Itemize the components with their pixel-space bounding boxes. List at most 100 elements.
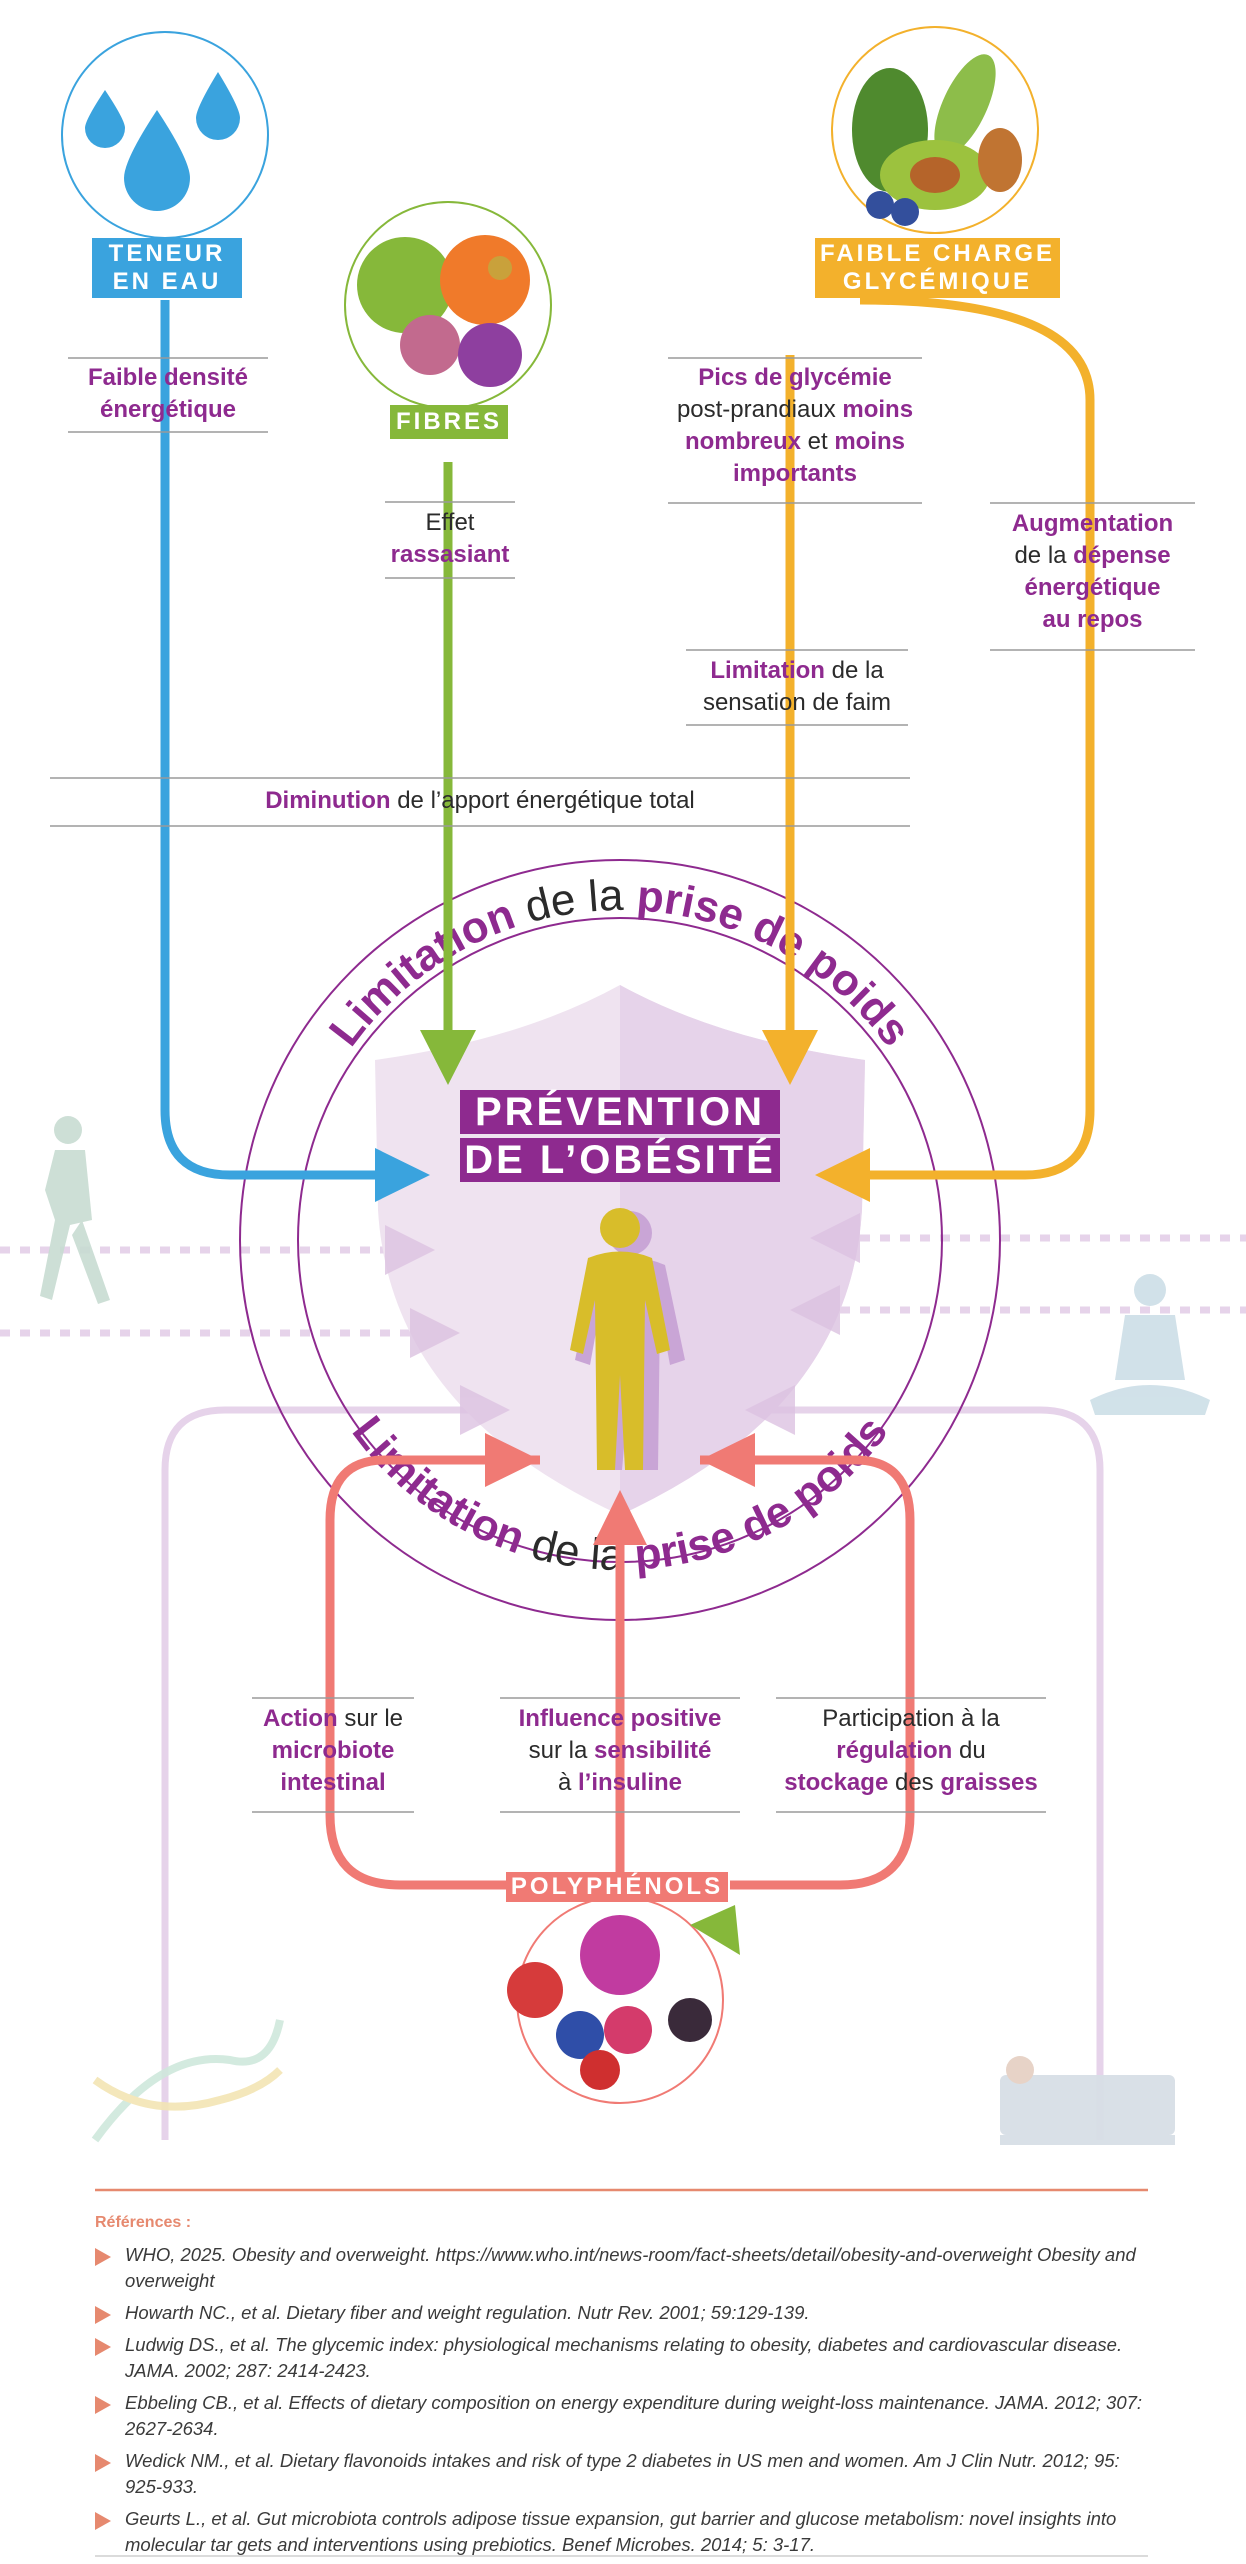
expense-t1: de la <box>1014 542 1067 569</box>
label-satiety: Effet rassasiant <box>370 507 530 571</box>
reference-item: Ebbeling CB., et al. Effects of dietary … <box>95 2390 1145 2442</box>
polyphenol-arrow-up <box>593 1490 647 1545</box>
bullet-arrow-icon <box>95 2338 111 2356</box>
reference-item: Ludwig DS., et al. The glycemic index: p… <box>95 2332 1145 2384</box>
glycemic-tag: FAIBLE CHARGE GLYCÉMIQUE <box>815 240 1060 296</box>
label-insulin: Influence positive sur la sensibilité à … <box>490 1703 750 1799</box>
hunger-t1: de la <box>831 657 884 684</box>
berries-icon <box>507 1896 740 2104</box>
storage-b2: stockage <box>784 1769 889 1796</box>
reference-text: Ebbeling CB., et al. Effects of dietary … <box>125 2392 1143 2439</box>
dna-icon <box>91 2019 284 2143</box>
bullet-arrow-icon <box>95 2512 111 2530</box>
label-glycemic-peaks: Pics de glycémie post-prandiaux moins no… <box>655 362 935 490</box>
prevention-title-line2: DE L’OBÉSITÉ <box>460 1138 780 1182</box>
glycemic-tag-line2: GLYCÉMIQUE <box>842 268 1033 295</box>
glycemic-tag-line1: FAIBLE CHARGE <box>819 240 1055 267</box>
human-silhouette-icon <box>570 1208 685 1470</box>
label-low-energy-density: Faible densité énergétique <box>58 362 278 426</box>
peaks-t1: post-prandiaux <box>676 396 836 423</box>
polyphenol-tag: POLYPHÉNOLS <box>510 1873 724 1900</box>
intake-t1: de l’apport énergétique total <box>397 787 695 814</box>
reference-text: Ludwig DS., et al. The glycemic index: p… <box>125 2334 1123 2381</box>
microbiota-b3: intestinal <box>280 1769 386 1796</box>
water-path <box>160 300 390 1180</box>
label-energy-intake: Diminution de l’apport énergétique total <box>50 785 910 817</box>
avocado-icon <box>831 26 1039 234</box>
peaks-b4: moins <box>834 428 906 455</box>
intake-b1: Diminution <box>265 787 391 814</box>
polyphenol-arrow-left <box>485 1433 540 1487</box>
storage-b1: régulation <box>836 1737 953 1764</box>
label-fat-storage: Participation à la régulation du stockag… <box>766 1703 1056 1799</box>
insulin-b1: Influence positive <box>518 1705 722 1732</box>
water-tag-line1: TENEUR <box>108 240 226 267</box>
peaks-b5: importants <box>732 460 857 487</box>
label-rules <box>68 357 1195 1813</box>
glycemic-path <box>785 295 1095 1180</box>
expense-b4: au repos <box>1042 606 1143 633</box>
expense-b1: Augmentation <box>1011 510 1174 537</box>
reference-item: Geurts L., et al. Gut microbiota control… <box>95 2506 1145 2558</box>
water-tag: TENEUR EN EAU <box>92 240 242 296</box>
label-energy-expenditure: Augmentation de la dépense énergétique a… <box>980 508 1205 636</box>
bullet-arrow-icon <box>95 2248 111 2266</box>
water-tag-bg <box>92 238 242 298</box>
peaks-b1: Pics de glycémie <box>698 364 892 391</box>
bullet-arrow-icon <box>95 2454 111 2472</box>
satiety-t1: Effet <box>425 509 475 536</box>
peaks-t2: et <box>807 428 828 455</box>
lifestyle-arrows <box>385 1213 860 1435</box>
insulin-b3: l’insuline <box>578 1769 683 1796</box>
ring-top-b: de la <box>506 871 637 936</box>
storage-t2: du <box>958 1737 986 1764</box>
hunger-b1: Limitation <box>710 657 825 684</box>
sleeping-person-icon <box>1000 2056 1175 2145</box>
reference-text: Geurts L., et al. Gut microbiota control… <box>125 2508 1117 2555</box>
storage-b3: graisses <box>940 1769 1038 1796</box>
water-arrow <box>375 1148 430 1202</box>
density-b2: énergétique <box>99 396 237 423</box>
expense-b2: dépense <box>1073 542 1171 569</box>
glycemic-tag-bg <box>815 238 1060 298</box>
meditation-icon <box>1090 1274 1210 1415</box>
storage-t3: des <box>894 1769 934 1796</box>
runner-icon <box>40 1116 110 1304</box>
insulin-t1: sur la <box>528 1737 588 1764</box>
microbiota-b2: microbiote <box>271 1737 395 1764</box>
polyphenol-arrow-right <box>700 1433 755 1487</box>
reference-item: WHO, 2025. Obesity and overweight. https… <box>95 2242 1145 2294</box>
references-title: Références : <box>95 2214 192 2231</box>
water-drops-icon <box>61 31 269 239</box>
microbiota-t1: sur le <box>344 1705 404 1732</box>
reference-text: Wedick NM., et al. Dietary flavonoids in… <box>125 2450 1120 2497</box>
hunger-t2: sensation de faim <box>702 689 892 716</box>
reference-text: WHO, 2025. Obesity and overweight. https… <box>125 2244 1136 2291</box>
glycemic-arrow-down <box>762 1030 818 1085</box>
glycemic-arrow-left <box>815 1148 870 1202</box>
satiety-b1: rassasiant <box>390 541 510 568</box>
bullet-arrow-icon <box>95 2396 111 2414</box>
fibre-tag-bg <box>390 405 508 439</box>
reference-item: Howarth NC., et al. Dietary fiber and we… <box>95 2300 1145 2326</box>
storage-t1: Participation à la <box>822 1705 1000 1732</box>
insulin-t2: à <box>557 1769 572 1796</box>
expense-b3: énergétique <box>1024 574 1161 601</box>
prevention-title-line1: PRÉVENTION <box>460 1090 780 1134</box>
references: Références : WHO, 2025. Obesity and over… <box>95 2210 1145 2564</box>
lifestyle-connectors <box>0 1234 1246 2140</box>
microbiota-b1: Action <box>262 1705 338 1732</box>
bullet-arrow-icon <box>95 2306 111 2324</box>
peaks-b2: moins <box>842 396 914 423</box>
density-b1: Faible densité <box>87 364 249 391</box>
peaks-b3: nombreux <box>684 428 801 455</box>
label-hunger: Limitation de la sensation de faim <box>676 655 918 719</box>
polyphenol-tag-bg <box>506 1872 728 1902</box>
fibre-tag: FIBRES <box>395 408 502 435</box>
references-list: WHO, 2025. Obesity and overweight. https… <box>95 2242 1145 2558</box>
label-microbiota: Action sur le microbiote intestinal <box>240 1703 426 1799</box>
insulin-b2: sensibilité <box>593 1737 712 1764</box>
water-tag-line2: EN EAU <box>112 268 222 295</box>
polyphenol-path <box>325 1455 915 1890</box>
fibre-arrow <box>420 1030 476 1085</box>
